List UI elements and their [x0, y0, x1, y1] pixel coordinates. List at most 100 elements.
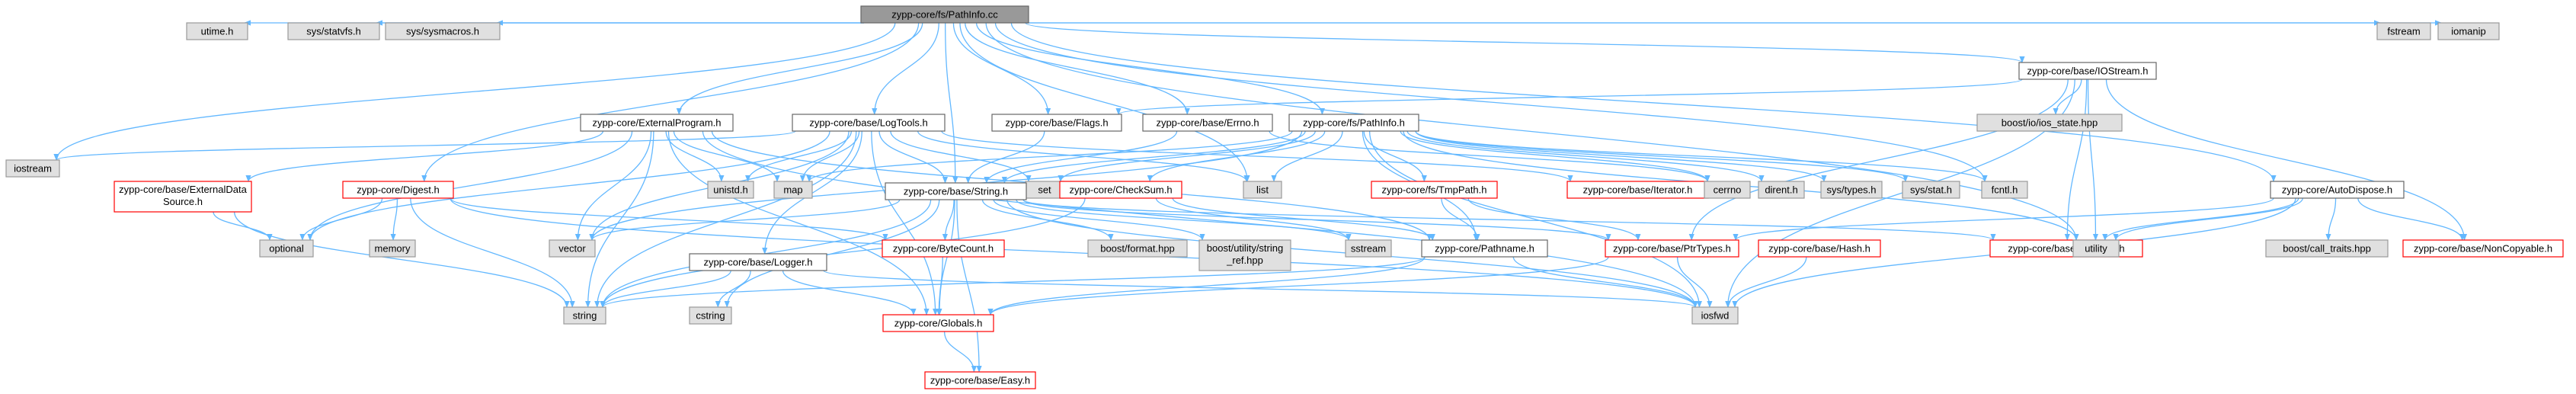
node-map: map	[773, 181, 813, 199]
node-noncopyable[interactable]: zypp-core/base/NonCopyable.h	[2402, 239, 2564, 258]
node-globals[interactable]: zypp-core/Globals.h	[882, 314, 994, 332]
node-vector: vector	[549, 239, 596, 258]
node-easy-box	[924, 371, 1036, 389]
edge-tmppath-to-pathname	[1441, 197, 1480, 241]
edge-bytecount-to-globals	[936, 256, 943, 316]
edge-logger-to-cstring	[715, 270, 751, 308]
node-extprog-box	[580, 114, 734, 132]
edge-iostreamh-to-utility	[2087, 78, 2099, 241]
node-autodispose-label: zypp-core/AutoDispose.h	[2282, 184, 2392, 195]
node-vector-box	[549, 239, 596, 258]
edge-autodispose-to-utility	[2113, 197, 2303, 241]
node-errno[interactable]: zypp-core/base/Errno.h	[1142, 114, 1273, 132]
node-unistd: unistd.h	[707, 181, 754, 199]
node-pathinfo-box	[1288, 114, 1419, 132]
node-flags-box	[991, 114, 1122, 132]
edge-extprog-to-extdatasource	[245, 130, 604, 182]
node-logtools[interactable]: zypp-core/base/LogTools.h	[792, 114, 946, 132]
node-hash[interactable]: zypp-core/base/Hash.h	[1758, 239, 1881, 258]
edge-extprog-to-vector	[574, 130, 652, 241]
node-globals-box	[882, 314, 994, 332]
node-checksum[interactable]: zypp-core/CheckSum.h	[1059, 181, 1182, 199]
node-errno-box	[1142, 114, 1273, 132]
node-root-label: zypp-core/fs/PathInfo.cc	[891, 8, 998, 20]
node-checksum-label: zypp-core/CheckSum.h	[1069, 184, 1172, 195]
edge-root-to-pathinfo	[975, 22, 1325, 115]
edge-logtools-to-globals	[871, 130, 939, 316]
node-iostreamh-box	[2018, 62, 2157, 80]
node-string: string	[563, 306, 606, 325]
node-logger-box	[689, 253, 827, 271]
node-iostream-label: iostream	[14, 162, 52, 174]
node-ptrtypes[interactable]: zypp-core/base/PtrTypes.h	[1605, 239, 1739, 258]
node-hash-box	[1758, 239, 1881, 258]
node-bytecount-box	[882, 239, 1005, 258]
node-sysstat-label: sys/stat.h	[1910, 184, 1952, 195]
node-pathinfo[interactable]: zypp-core/fs/PathInfo.h	[1288, 114, 1419, 132]
edge-pathinfo-to-cerrno	[1400, 130, 1710, 182]
edge-root-to-errno	[965, 22, 1190, 115]
edge-logger-to-globals	[782, 270, 917, 316]
node-memory-label: memory	[375, 242, 411, 254]
node-bytecount[interactable]: zypp-core/ByteCount.h	[882, 239, 1005, 258]
node-iosfwd-label: iosfwd	[1701, 309, 1730, 321]
edge-stringh-to-sstream	[1016, 199, 1352, 241]
edge-digest-to-memory	[390, 197, 398, 241]
node-boostsref-box	[1198, 239, 1291, 271]
node-pathname[interactable]: zypp-core/Pathname.h	[1421, 239, 1548, 258]
node-direnth: dirent.h	[1758, 181, 1805, 199]
node-cerrno-box	[1704, 181, 1751, 199]
edge-logtools-to-optional	[307, 130, 830, 241]
edge-digest-to-iosfwd	[450, 197, 1698, 308]
edge-logtools-to-stringh	[878, 130, 949, 184]
node-memory: memory	[369, 239, 416, 258]
node-iostreamh[interactable]: zypp-core/base/IOStream.h	[2018, 62, 2157, 80]
node-statvfs-box	[287, 22, 380, 40]
edge-root-to-fcntl	[994, 22, 1988, 182]
node-globals-label: zypp-core/Globals.h	[894, 317, 983, 328]
node-function[interactable]: zypp-core/base/Function.h	[1989, 239, 2143, 258]
edge-logtools-to-map	[799, 130, 860, 182]
node-list-label: list	[1256, 184, 1269, 195]
node-utime-label: utime.h	[201, 25, 234, 37]
node-iterator[interactable]: zypp-core/base/Iterator.h	[1566, 181, 1709, 199]
node-extdatasource-box	[114, 181, 252, 213]
edge-root-to-iostreamh	[1025, 22, 2025, 63]
node-boostsref-label: boost/utility/string_ref.hpp	[1207, 242, 1283, 266]
node-cstring-label: cstring	[696, 309, 725, 321]
node-iostream-box	[5, 159, 60, 178]
edge-root-to-digest	[421, 22, 920, 182]
node-statvfs: sys/statvfs.h	[287, 22, 380, 40]
node-digest[interactable]: zypp-core/Digest.h	[342, 181, 454, 199]
node-logger[interactable]: zypp-core/base/Logger.h	[689, 253, 827, 271]
edge-stringh-to-bytecount	[942, 199, 955, 241]
edge-autodispose-to-noncopyable	[2357, 197, 2466, 241]
edge-pathinfo-to-map	[806, 130, 1293, 182]
node-tmppath[interactable]: zypp-core/fs/TmpPath.h	[1371, 181, 1498, 199]
node-pathname-label: zypp-core/Pathname.h	[1435, 242, 1534, 254]
node-ptrtypes-box	[1605, 239, 1739, 258]
node-easy[interactable]: zypp-core/base/Easy.h	[924, 371, 1036, 389]
edge-root-to-list	[959, 22, 1250, 182]
node-boostformat: boost/format.hpp	[1087, 239, 1188, 258]
node-list-box	[1243, 181, 1282, 199]
node-sysstat: sys/stat.h	[1902, 181, 1960, 199]
edge-autodispose-to-function	[2102, 197, 2299, 241]
node-noncopyable-box	[2402, 239, 2564, 258]
node-flags[interactable]: zypp-core/base/Flags.h	[991, 114, 1122, 132]
edge-logtools-to-logger	[762, 130, 862, 255]
edge-flags-to-stringh	[965, 130, 1045, 184]
node-root[interactable]: zypp-core/fs/PathInfo.cc	[860, 5, 1029, 24]
edge-logger-to-iosfwd	[823, 270, 1698, 308]
node-stringh[interactable]: zypp-core/base/String.h	[885, 182, 1027, 200]
node-extprog[interactable]: zypp-core/ExternalProgram.h	[580, 114, 734, 132]
edge-checksum-to-sstream	[1155, 197, 1352, 241]
edge-checksum-to-pathname	[1172, 197, 1435, 241]
node-systypes: sys/types.h	[1820, 181, 1883, 199]
edge-root-to-autodispose	[1010, 22, 2277, 182]
edge-iostreamh-to-ptrtypes	[1688, 78, 2069, 241]
node-autodispose[interactable]: zypp-core/AutoDispose.h	[2270, 181, 2405, 199]
edge-stringh-to-vector	[589, 199, 901, 241]
edge-logtools-to-list	[917, 130, 1250, 182]
